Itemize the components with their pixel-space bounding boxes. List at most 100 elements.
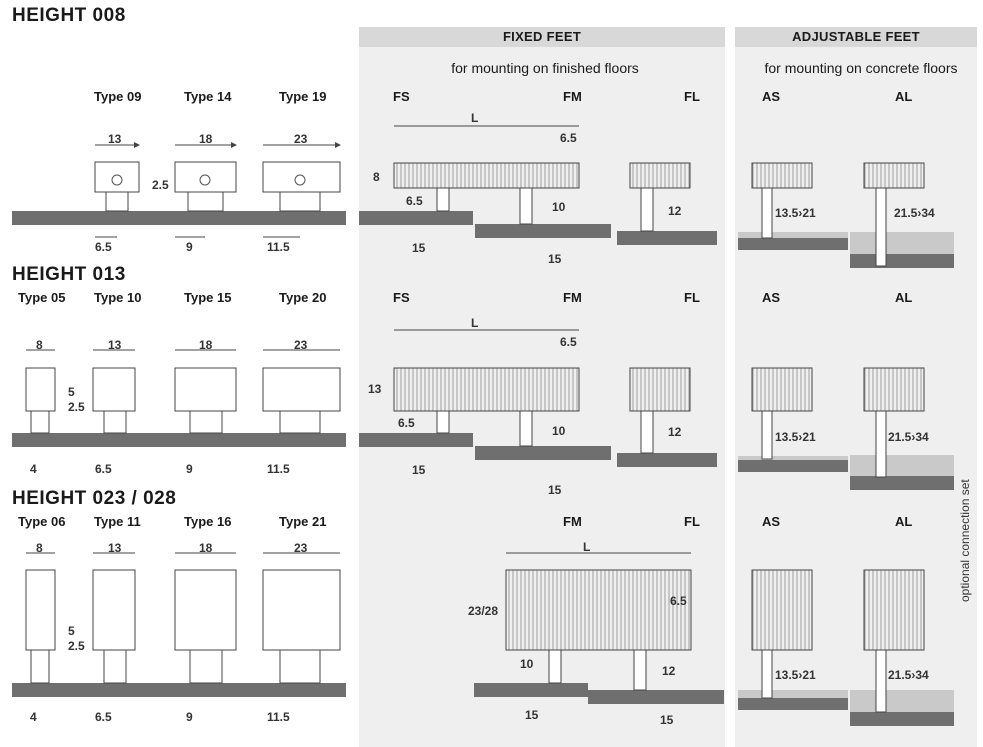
convector-section <box>174 367 237 412</box>
adjustable-feet-subtitle: for mounting on concrete floors <box>764 60 958 76</box>
dim-label: 13 <box>108 338 122 352</box>
dim-label: 6.5 <box>95 462 112 476</box>
convector-end-view <box>751 162 813 189</box>
dim-label: L <box>583 540 591 554</box>
adjustable-foot <box>875 649 887 713</box>
convector-end-view <box>751 569 813 651</box>
convector-end-view <box>863 569 925 651</box>
dim-label: 4 <box>30 462 37 476</box>
dim-label: 23/28 <box>468 604 499 618</box>
convector-section <box>94 161 140 193</box>
adjustable-foot <box>761 410 773 460</box>
dim-label: 2.5 <box>68 400 85 414</box>
foot <box>548 649 562 684</box>
concrete-floor <box>850 254 954 268</box>
adjustable-foot <box>761 649 773 699</box>
type-label: Type 06 <box>18 514 66 529</box>
dim-label: 8 <box>373 170 380 184</box>
row-title-height-023-028: HEIGHT 023 / 028 <box>12 488 177 509</box>
foot <box>436 410 450 434</box>
convector-section <box>174 569 237 651</box>
dim-label: 13.5›21 <box>775 206 816 220</box>
dim-label: 11.5 <box>267 710 290 724</box>
foot <box>30 649 50 684</box>
convector-long-view <box>393 162 580 189</box>
convector-end-view <box>629 367 691 412</box>
side-note: optional connection set <box>958 479 972 602</box>
dim-label: 6.5 <box>398 416 415 430</box>
floor-slab <box>359 433 473 447</box>
dim-label: 9 <box>186 710 193 724</box>
variant-label: FM <box>563 290 582 305</box>
dim-label: 9 <box>186 462 193 476</box>
variant-label: FM <box>563 89 582 104</box>
convector-section <box>25 569 56 651</box>
foot <box>633 649 647 691</box>
foot <box>519 410 533 447</box>
foot <box>640 187 654 232</box>
dim-label: 23 <box>294 132 308 146</box>
dim-label: 6.5 <box>95 710 112 724</box>
convector-section <box>262 569 341 651</box>
foot <box>103 410 127 434</box>
floor-slab <box>617 231 717 245</box>
variant-label: AS <box>762 514 781 529</box>
type-label: Type 19 <box>279 89 327 104</box>
variant-label: FL <box>684 290 700 305</box>
foot <box>189 649 223 684</box>
dim-label: 2.5 <box>152 178 169 192</box>
dim-label: 23 <box>294 338 308 352</box>
variant-label: AL <box>895 290 913 305</box>
dim-label: 15 <box>525 708 539 722</box>
concrete-floor <box>738 460 848 472</box>
foot <box>189 410 223 434</box>
dim-label: 6.5 <box>95 240 112 254</box>
type-label: Type 11 <box>94 514 141 529</box>
floor-slab <box>12 211 346 225</box>
dim-label: 6.5 <box>560 335 577 349</box>
foot <box>279 649 321 684</box>
fixed-feet-header: FIXED FEET <box>359 27 725 47</box>
dim-label: 18 <box>199 541 213 555</box>
dim-label: 13 <box>368 382 382 396</box>
type-label: Type 16 <box>184 514 232 529</box>
row-013-sections <box>12 329 954 490</box>
type-label: Type 10 <box>94 290 142 305</box>
variant-label: AS <box>762 290 781 305</box>
floor-slab <box>475 224 611 238</box>
floor-slab <box>474 683 588 697</box>
dim-label: 5 <box>68 385 75 399</box>
dim-label: 21.5›34 <box>888 430 929 444</box>
convector-long-view <box>393 367 580 412</box>
type-label: Type 20 <box>279 290 327 305</box>
variant-label: FL <box>684 89 700 104</box>
row-008-sections <box>12 125 954 268</box>
dim-label: 6.5 <box>560 131 577 145</box>
dim-label: 8 <box>36 541 43 555</box>
dim-label: 10 <box>552 424 566 438</box>
dim-label: 12 <box>668 204 682 218</box>
dim-label: 8 <box>36 338 43 352</box>
dim-label: 21.5›34 <box>888 668 929 682</box>
row-title-height-008: HEIGHT 008 <box>12 5 126 26</box>
adjustable-foot <box>875 187 887 267</box>
dim-label: L <box>471 111 479 125</box>
row-023-sections <box>12 552 954 726</box>
floor-slab <box>359 211 473 225</box>
dim-label: 9 <box>186 240 193 254</box>
dim-label: 5 <box>68 624 75 638</box>
dim-label: 10 <box>552 200 566 214</box>
floor-slab <box>588 690 724 704</box>
type-label: Type 09 <box>94 89 142 104</box>
floor-slab <box>475 446 611 460</box>
convector-end-view <box>863 367 925 412</box>
type-label: Type 14 <box>184 89 232 104</box>
convector-end-view <box>863 162 925 189</box>
convector-section <box>174 161 237 193</box>
convector-section <box>262 161 341 193</box>
foot <box>436 187 450 212</box>
variant-label: AS <box>762 89 781 104</box>
foot <box>30 410 50 434</box>
